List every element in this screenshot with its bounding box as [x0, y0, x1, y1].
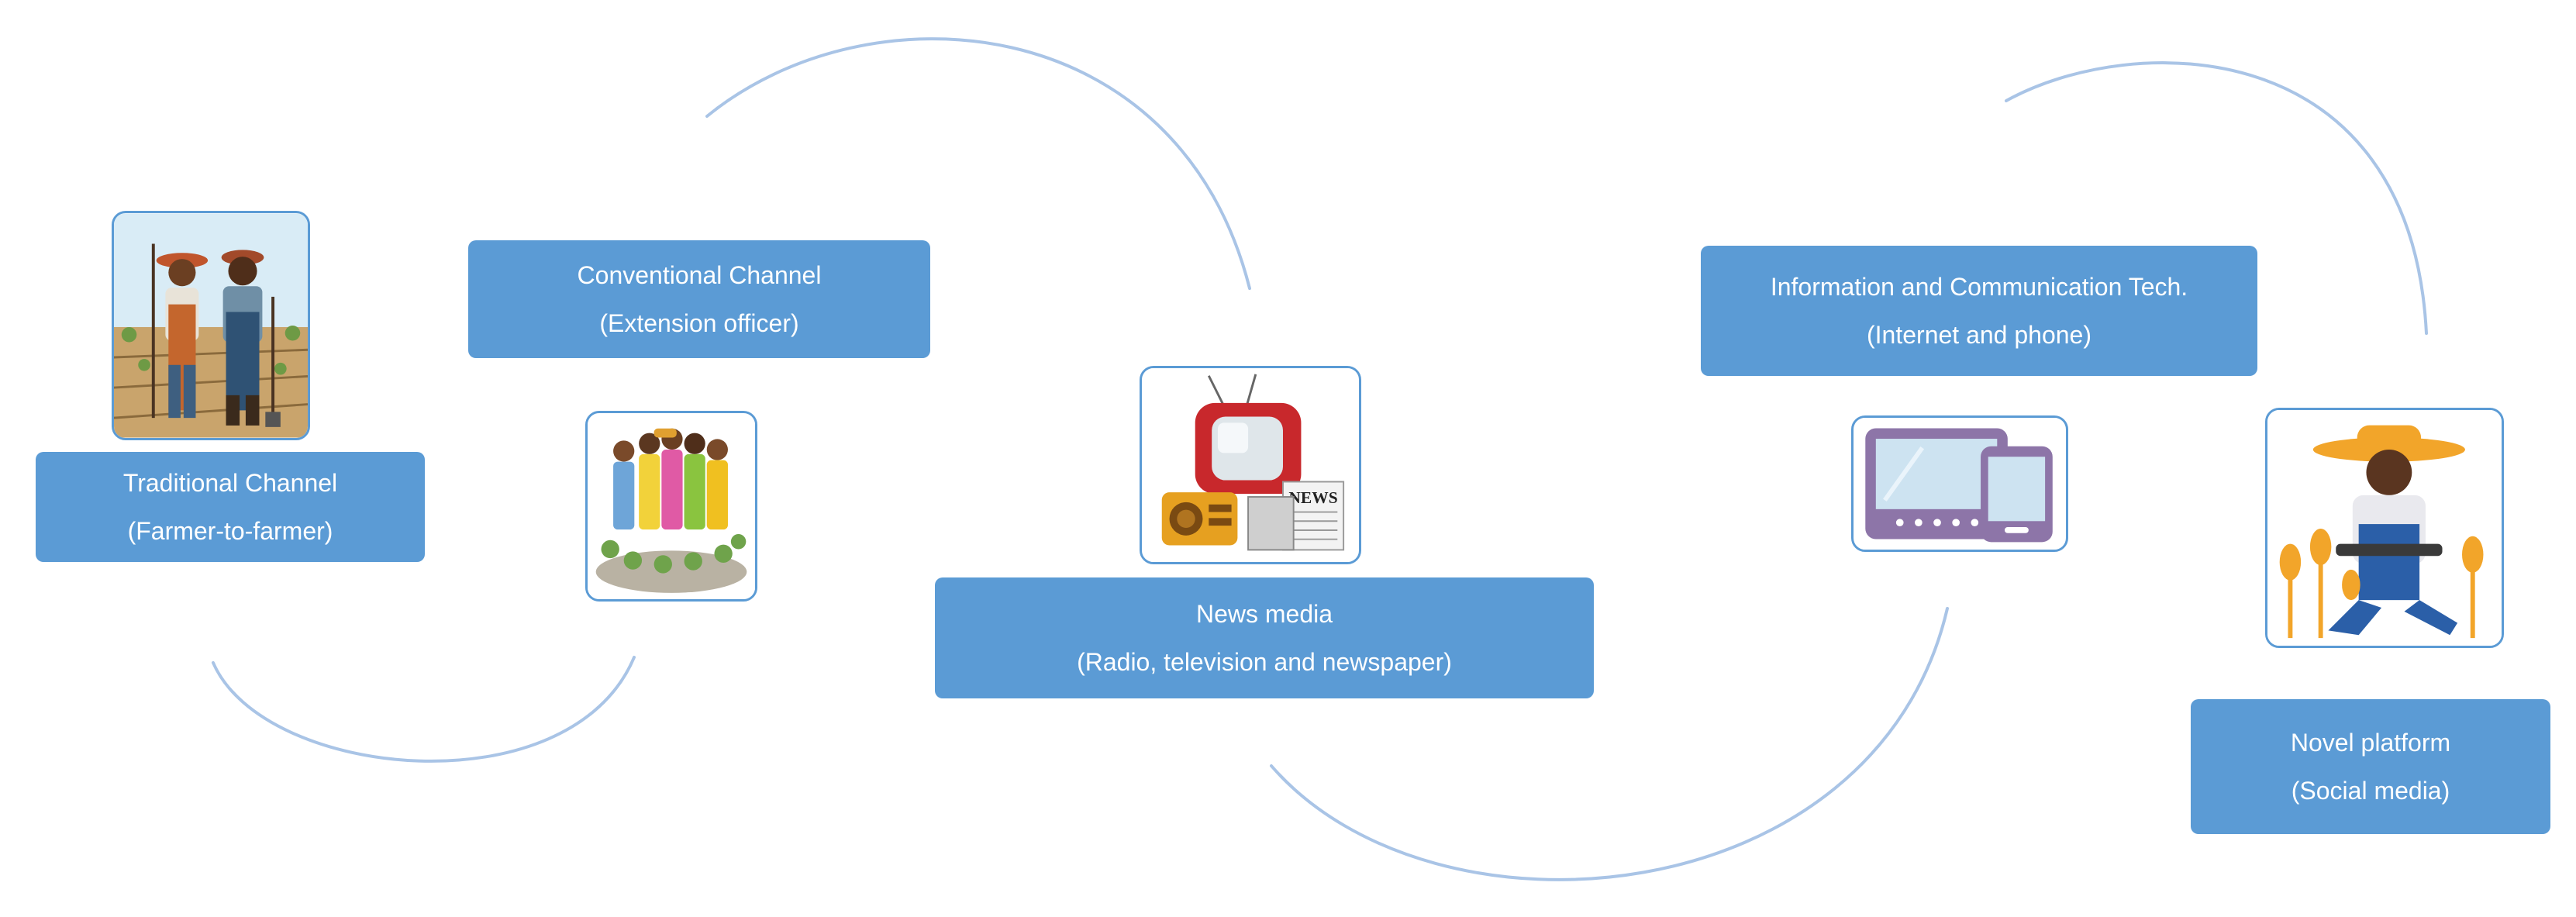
ict-title: Information and Communication Tech.: [1770, 273, 2188, 301]
ict-channel-box: Information and Communication Tech. (Int…: [1701, 246, 2257, 376]
traditional-image: [112, 211, 310, 440]
novel-title: Novel platform: [2290, 729, 2451, 757]
news-image: NEWS: [1140, 366, 1361, 564]
novel-platform-box: Novel platform (Social media): [2191, 699, 2550, 834]
arc-news-to-ict: [1270, 607, 1949, 881]
group-field-icon: [588, 413, 755, 599]
news-title: News media: [1195, 600, 1333, 628]
tablet-phone-icon: [1854, 418, 2065, 550]
arc-ict-to-novel: [2005, 61, 2428, 335]
traditional-subtitle: (Farmer-to-farmer): [127, 517, 333, 545]
traditional-channel-box: Traditional Channel (Farmer-to-farmer): [36, 452, 425, 562]
newspaper-headline: NEWS: [1288, 488, 1337, 507]
novel-subtitle: (Social media): [2291, 777, 2450, 805]
conventional-image: [585, 411, 757, 602]
farmers-icon: [114, 213, 308, 438]
arc-conventional-to-news: [705, 37, 1251, 290]
traditional-title: Traditional Channel: [122, 469, 338, 497]
farmer-laptop-icon: [2267, 410, 2502, 646]
arc-traditional-to-conventional: [212, 656, 636, 763]
tv-radio-newspaper-icon: NEWS: [1142, 368, 1359, 562]
news-subtitle: (Radio, television and newspaper): [1077, 648, 1452, 676]
novel-image: [2265, 408, 2504, 648]
ict-image: [1851, 415, 2068, 552]
ict-subtitle: (Internet and phone): [1867, 321, 2091, 349]
conventional-subtitle: (Extension officer): [599, 309, 799, 337]
news-media-box: News media (Radio, television and newspa…: [935, 577, 1594, 698]
conventional-channel-box: Conventional Channel (Extension officer): [468, 240, 930, 358]
conventional-title: Conventional Channel: [577, 261, 822, 289]
